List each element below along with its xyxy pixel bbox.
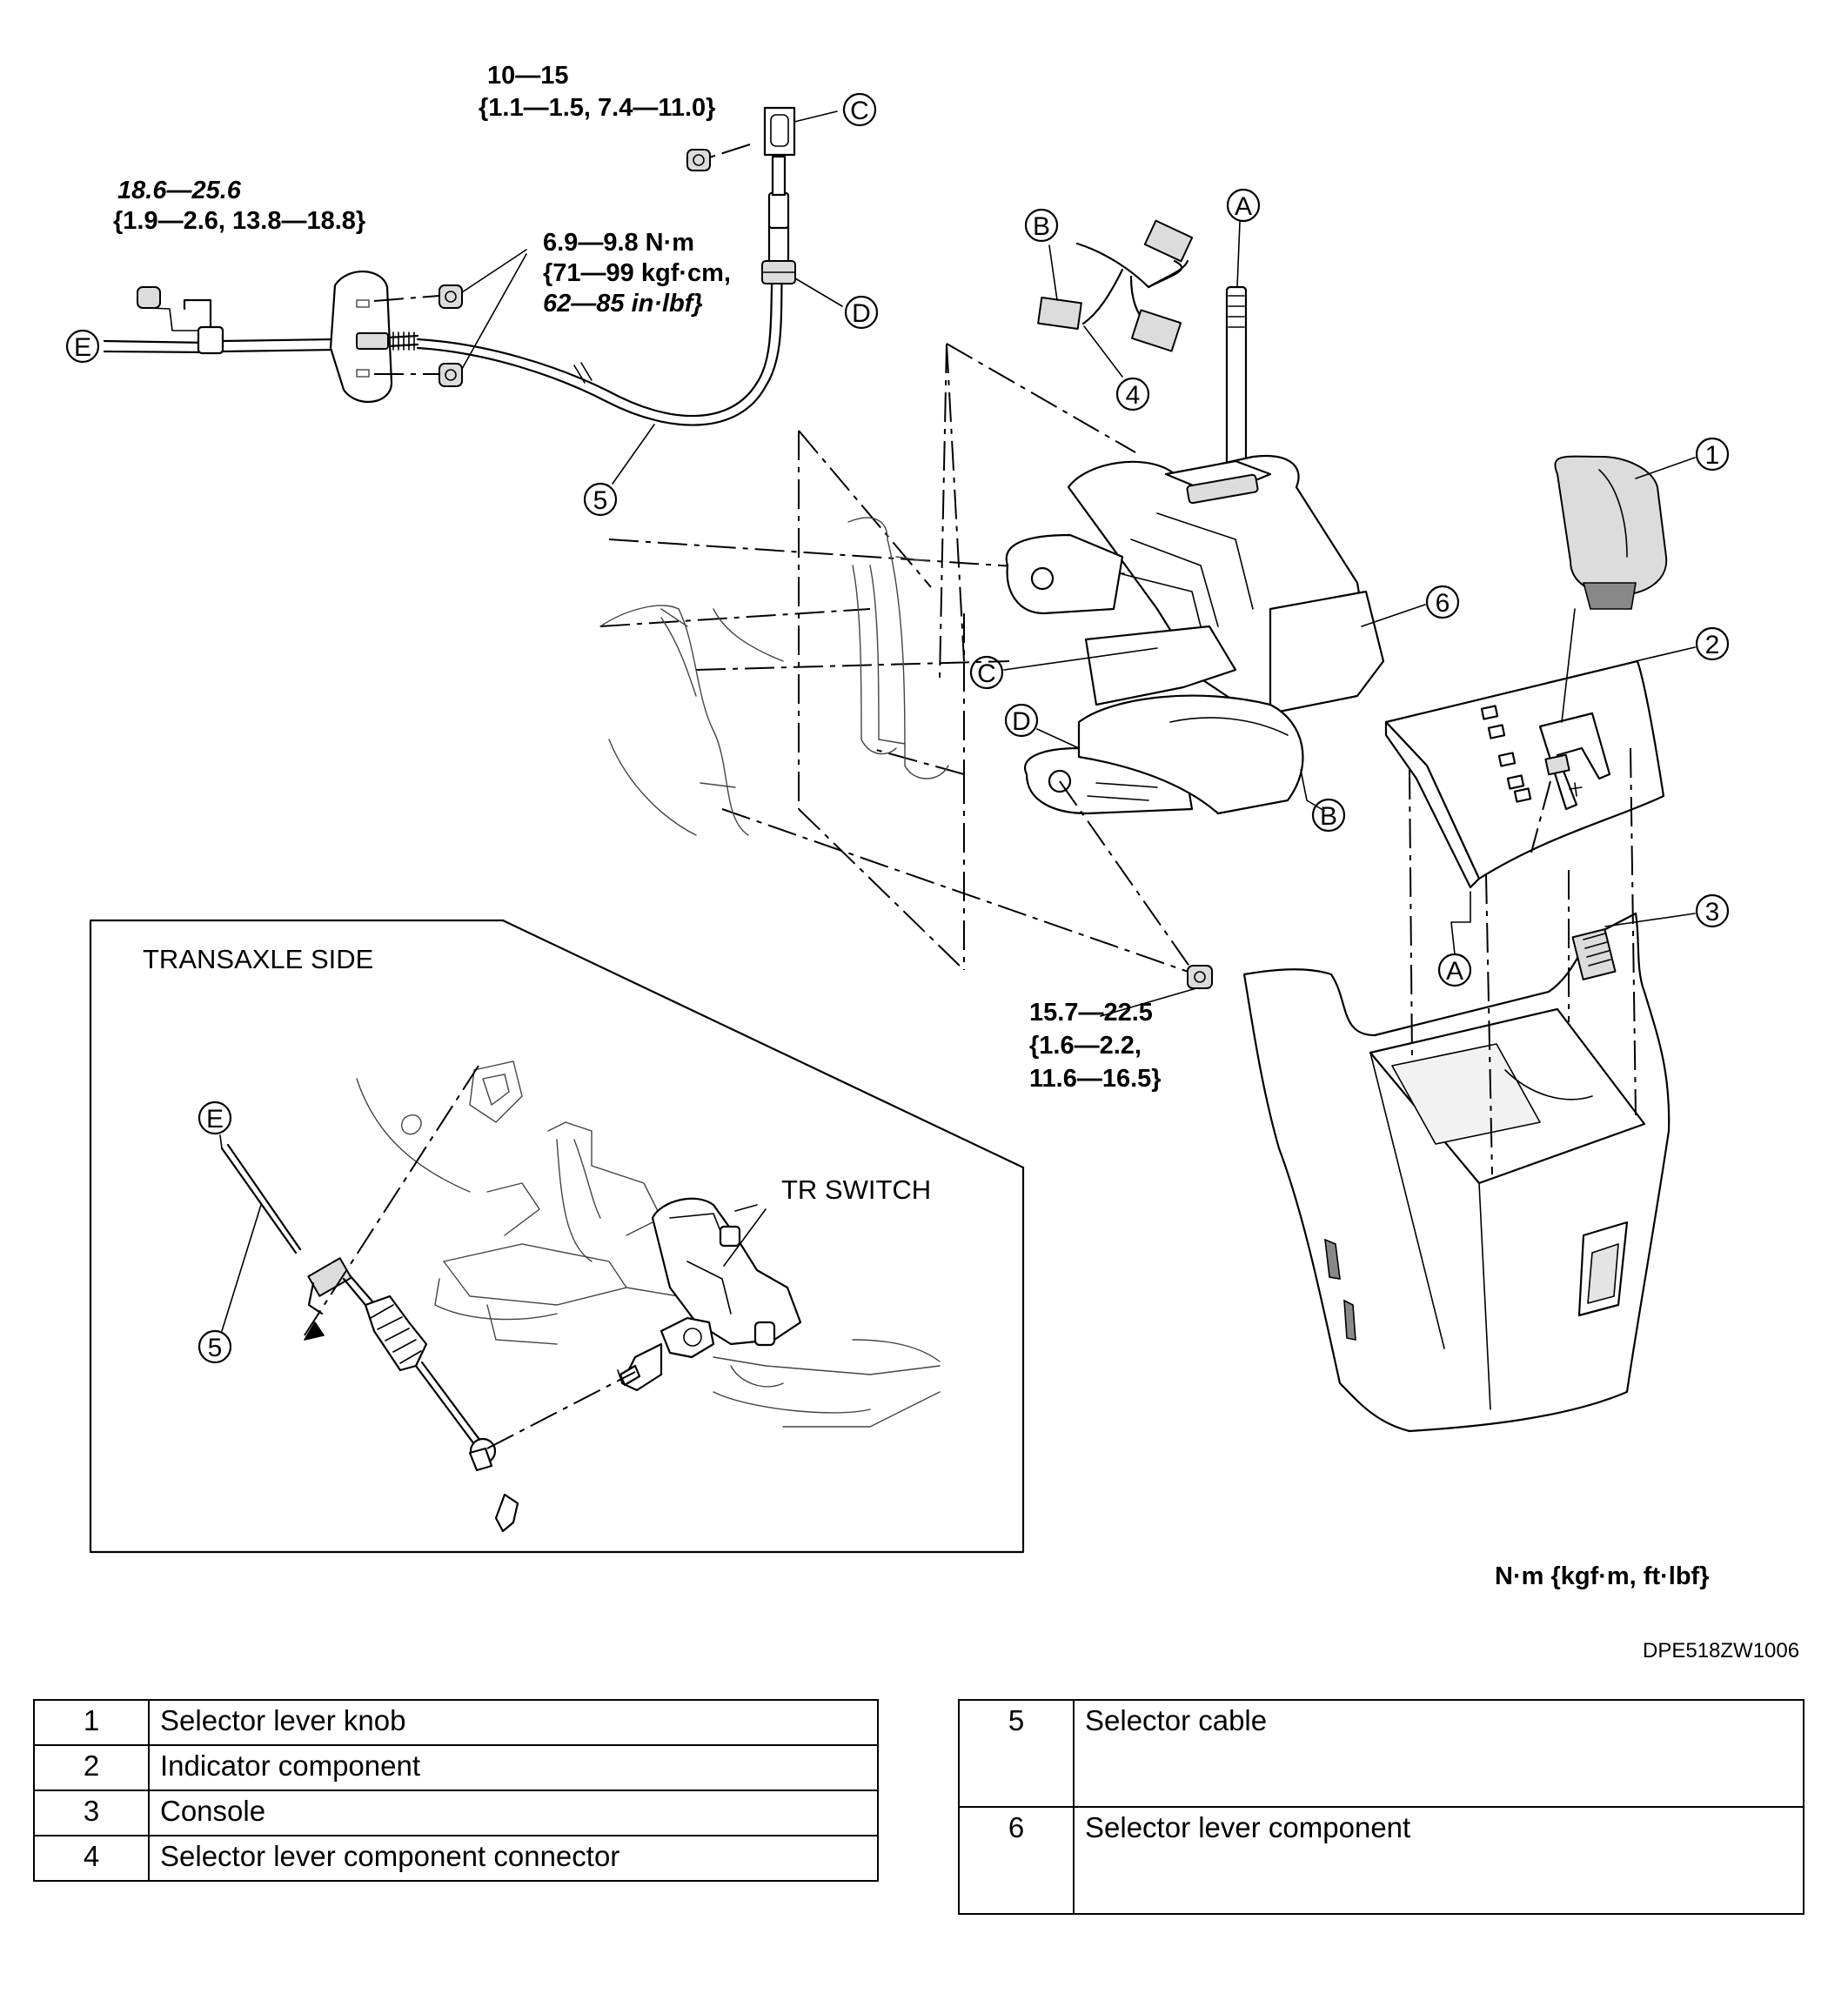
- console: [1242, 747, 1671, 1433]
- parts-legend-left: 1 Selector lever knob 2 Indicator compon…: [33, 1699, 879, 1882]
- exploded-view-diagram: 10—15 {1.1—1.5, 7.4—11.0} 18.6—25.6 {1.9…: [65, 62, 1730, 1590]
- lever-nut: [1059, 780, 1213, 1017]
- legend-row: 3 Console: [33, 1790, 879, 1836]
- svg-text:5: 5: [593, 486, 608, 515]
- svg-text:E: E: [206, 1105, 224, 1134]
- legend-label: Selector lever knob: [148, 1699, 879, 1746]
- callout-B-top: B: [1024, 208, 1059, 301]
- cable-end-nut: [686, 149, 711, 171]
- indicator-slots: [1480, 705, 1532, 803]
- callout-C-top: C: [793, 92, 877, 127]
- svg-text:D: D: [852, 299, 871, 328]
- legend-row: 6 Selector lever component: [958, 1806, 1804, 1915]
- callout-C-mid: C: [969, 647, 1158, 690]
- svg-text:C: C: [977, 659, 996, 688]
- legend-number: 3: [33, 1790, 150, 1836]
- callout-5-top: 5: [583, 424, 655, 517]
- callout-D-top: D: [794, 278, 879, 330]
- parts-legend-right: 5 Selector cable 6 Selector lever compon…: [958, 1699, 1804, 1915]
- legend-number: 4: [33, 1835, 150, 1882]
- tr-switch-label: TR SWITCH: [781, 1174, 931, 1205]
- legend-label: Selector lever component: [1073, 1806, 1804, 1915]
- svg-text:5: 5: [208, 1334, 223, 1362]
- transaxle-side-inset: TRANSAXLE SIDE TR SWITCH: [89, 919, 1025, 1554]
- cable-bushing: [761, 260, 796, 284]
- legend-label: Indicator component: [148, 1744, 879, 1791]
- svg-text:C: C: [850, 97, 869, 125]
- svg-text:E: E: [74, 333, 91, 362]
- svg-text:A: A: [1446, 957, 1463, 986]
- svg-text:2: 2: [1705, 631, 1720, 659]
- selector-cable-assembly: [103, 106, 796, 426]
- callout-6: 6: [1361, 585, 1460, 627]
- legend-label: Console: [148, 1790, 879, 1836]
- inset-title: TRANSAXLE SIDE: [143, 944, 373, 974]
- svg-text:6: 6: [1436, 589, 1450, 618]
- legend-row: 1 Selector lever knob: [33, 1699, 879, 1746]
- svg-text:10—15: 10—15: [487, 62, 569, 90]
- figure-id: DPE518ZW1006: [1643, 1639, 1800, 1662]
- svg-text:18.6—25.6: 18.6—25.6: [117, 177, 242, 204]
- legend-label: Selector cable: [1073, 1699, 1804, 1808]
- svg-text:D: D: [1012, 707, 1031, 736]
- callout-4: 4: [1083, 325, 1150, 411]
- svg-text:11.6—16.5}: 11.6—16.5}: [1029, 1065, 1162, 1093]
- svg-text:A: A: [1235, 192, 1252, 221]
- svg-text:{1.6—2.2,: {1.6—2.2,: [1029, 1032, 1142, 1060]
- svg-text:6.9—9.8 N·m: 6.9—9.8 N·m: [543, 229, 694, 257]
- svg-text:B: B: [1320, 802, 1337, 831]
- legend-number: 2: [33, 1744, 150, 1791]
- selector-lever-knob: [1554, 455, 1668, 610]
- inset-cable-bracket: [307, 1257, 352, 1315]
- callout-E-top: E: [65, 329, 100, 364]
- svg-text:{1.9—2.6, 13.8—18.8}: {1.9—2.6, 13.8—18.8}: [113, 207, 365, 235]
- legend-label: Selector lever component connector: [148, 1835, 879, 1882]
- svg-text:3: 3: [1705, 898, 1720, 927]
- svg-text:4: 4: [1126, 381, 1141, 410]
- selector-lever-component: [1005, 285, 1385, 815]
- callout-B-mid: B: [1300, 769, 1346, 833]
- torque-spec-bracket-nuts: 6.9—9.8 N·m {71—99 kgf·cm, 62—85 in·lbf}: [543, 229, 731, 318]
- svg-text:B: B: [1033, 212, 1050, 241]
- legend-row: 5 Selector cable: [958, 1699, 1804, 1808]
- callout-2: 2: [1635, 626, 1730, 662]
- callout-E-inset: E: [198, 1101, 232, 1149]
- legend-row: 2 Indicator component: [33, 1744, 879, 1791]
- inset-cable-boot: [364, 1295, 428, 1372]
- inset-cable-end: [468, 1371, 636, 1472]
- torque-spec-lever-nut: 15.7—22.5 {1.6—2.2, 11.6—16.5}: [1029, 999, 1162, 1093]
- manual-lever: [617, 1316, 776, 1392]
- svg-text:{1.1—1.5, 7.4—11.0}: {1.1—1.5, 7.4—11.0}: [479, 94, 715, 122]
- svg-text:{71—99 kgf·cm,: {71—99 kgf·cm,: [543, 259, 731, 287]
- callout-A-right: A: [1437, 891, 1472, 987]
- legend-number: 6: [958, 1806, 1075, 1915]
- legend-row: 4 Selector lever component connector: [33, 1835, 879, 1882]
- svg-text:15.7—22.5: 15.7—22.5: [1029, 999, 1153, 1027]
- vehicle-floor-bracket: [599, 517, 949, 836]
- bracket-bolt: [137, 286, 199, 331]
- bracket-nut-upper: [439, 284, 463, 309]
- torque-spec-cable-end-nut: 10—15 {1.1—1.5, 7.4—11.0}: [479, 62, 715, 122]
- mounting-bracket-outline: [599, 343, 1202, 977]
- indicator-component: [1384, 608, 1665, 889]
- legend-number: 1: [33, 1699, 150, 1746]
- bracket-nut-lower: [439, 363, 463, 387]
- callout-3: 3: [1604, 893, 1730, 928]
- units-note: N·m {kgf·m, ft·lbf}: [1495, 1562, 1709, 1590]
- callout-A-top: A: [1226, 188, 1261, 288]
- legend-number: 5: [958, 1699, 1075, 1808]
- svg-text:1: 1: [1705, 441, 1720, 470]
- callout-5-inset: 5: [198, 1204, 262, 1364]
- selector-lever-connector-harness: [1037, 219, 1194, 352]
- torque-spec-bracket-bolt: 18.6—25.6 {1.9—2.6, 13.8—18.8}: [113, 177, 365, 235]
- callout-1: 1: [1635, 437, 1730, 479]
- callout-D-mid: D: [1004, 703, 1080, 749]
- svg-text:62—85 in·lbf}: 62—85 in·lbf}: [543, 290, 703, 318]
